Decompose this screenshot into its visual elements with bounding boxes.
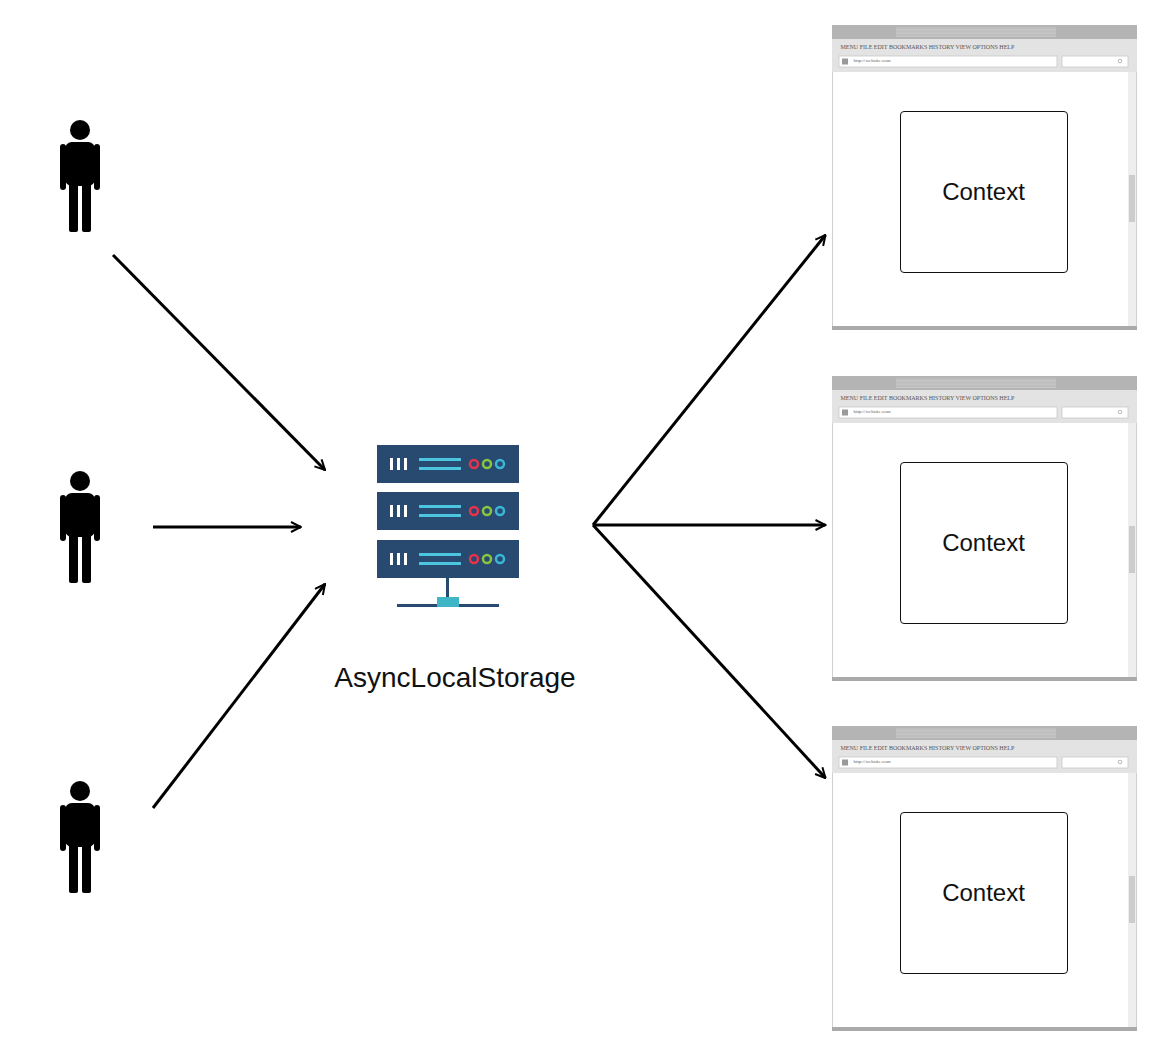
request-arrow — [153, 584, 325, 808]
context-arrow — [593, 235, 826, 525]
request-arrow — [153, 526, 301, 529]
address-text: http://website.com — [854, 409, 1144, 415]
request-arrow — [113, 255, 325, 470]
menu-bar-text: MENU FILE EDIT BOOKMARKS HISTORY VIEW OP… — [841, 25, 1144, 51]
person-icon — [60, 781, 100, 893]
server-node: AsyncLocalStorage — [317, 440, 593, 705]
context-arrow — [593, 524, 826, 527]
person-icon — [60, 120, 100, 232]
context-box: Context — [900, 111, 1068, 273]
browser-window: MENU FILE EDIT BOOKMARKS HISTORY VIEW OP… — [832, 726, 1144, 1031]
context-arrow — [593, 525, 826, 778]
person-icon — [60, 471, 100, 583]
context-label: Context — [942, 529, 1025, 557]
context-box: Context — [900, 812, 1068, 974]
server-icon — [317, 440, 593, 640]
context-label: Context — [942, 178, 1025, 206]
address-text: http://website.com — [854, 58, 1144, 64]
menu-bar-text: MENU FILE EDIT BOOKMARKS HISTORY VIEW OP… — [841, 376, 1144, 402]
browser-window: MENU FILE EDIT BOOKMARKS HISTORY VIEW OP… — [832, 376, 1144, 681]
context-box: Context — [900, 462, 1068, 624]
server-label: AsyncLocalStorage — [317, 662, 593, 694]
browser-window: MENU FILE EDIT BOOKMARKS HISTORY VIEW OP… — [832, 25, 1144, 330]
address-text: http://website.com — [854, 759, 1144, 765]
menu-bar-text: MENU FILE EDIT BOOKMARKS HISTORY VIEW OP… — [841, 726, 1144, 752]
context-label: Context — [942, 879, 1025, 907]
